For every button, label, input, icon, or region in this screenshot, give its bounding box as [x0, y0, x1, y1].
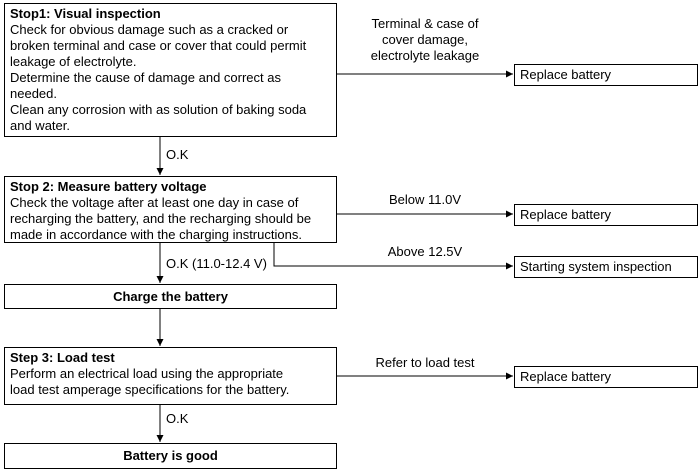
below-voltage-label: Below 11.0V — [388, 192, 462, 207]
step2-title: Stop 2: Measure battery voltage — [10, 179, 207, 194]
load-test-label: Refer to load test — [375, 355, 475, 370]
step3-title: Step 3: Load test — [10, 350, 115, 365]
above-voltage-label: Above 12.5V — [387, 244, 463, 259]
replace-battery-label: Replace battery — [520, 369, 612, 384]
replace-battery-label: Replace battery — [520, 67, 612, 82]
ok-label-1: O.K — [166, 147, 189, 162]
step2-line: Check the voltage after at least one day… — [10, 195, 299, 210]
step3-line: Perform an electrical load using the app… — [10, 366, 284, 381]
step3-box: Step 3: Load test Perform an electrical … — [4, 347, 337, 405]
replace-battery-box-1: Replace battery — [514, 64, 698, 86]
step1-line: needed. — [10, 86, 57, 101]
step2-box: Stop 2: Measure battery voltage Check th… — [4, 176, 337, 243]
step1-title: Stop1: Visual inspection — [10, 6, 161, 21]
charge-battery-label: Charge the battery — [113, 288, 228, 304]
ok-voltage-label: O.K (11.0-12.4 V) — [166, 256, 267, 271]
step1-line: Clean any corrosion with as solution of … — [10, 102, 307, 117]
step1-line: and water. — [10, 118, 70, 133]
starting-system-box: Starting system inspection — [514, 256, 698, 278]
step3-line: load test amperage specifications for th… — [10, 382, 290, 397]
step1-box: Stop1: Visual inspection Check for obvio… — [4, 3, 337, 137]
step1-line: leakage of electrolyte. — [10, 54, 137, 69]
step1-branch-label-line: Terminal & case of — [371, 16, 479, 31]
replace-battery-label: Replace battery — [520, 207, 612, 222]
battery-good-label: Battery is good — [123, 448, 218, 463]
arrow-step2-to-starting-system — [273, 242, 513, 270]
step1-branch-label-line: cover damage, — [382, 32, 468, 47]
step1-line: Check for obvious damage such as a crack… — [10, 22, 289, 37]
ok-label-3: O.K — [166, 411, 189, 426]
step1-line: broken terminal and case or cover that c… — [10, 38, 307, 53]
starting-system-label: Starting system inspection — [520, 259, 672, 274]
step1-branch-label-line: electrolyte leakage — [370, 48, 480, 63]
replace-battery-box-2: Replace battery — [514, 204, 698, 226]
step2-line: made in accordance with the charging ins… — [10, 227, 302, 242]
step1-line: Determine the cause of damage and correc… — [10, 70, 281, 85]
step1-branch-label: Terminal & case of cover damage, electro… — [345, 16, 505, 64]
battery-good-box: Battery is good — [4, 443, 337, 469]
step2-line: recharging the battery, and the rechargi… — [10, 211, 312, 226]
charge-battery-box: Charge the battery — [4, 284, 337, 309]
replace-battery-box-3: Replace battery — [514, 366, 698, 388]
